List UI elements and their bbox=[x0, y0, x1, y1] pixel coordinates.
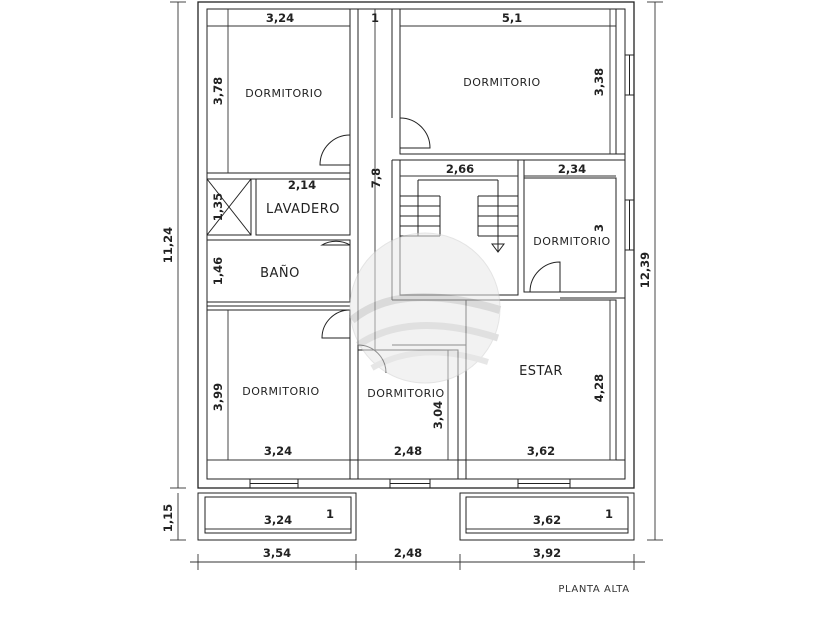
label-estar: ESTAR bbox=[519, 364, 563, 379]
dim-top-left-height: 3,78 bbox=[211, 77, 225, 105]
dim-lav-width: 2,14 bbox=[288, 178, 316, 192]
stairs bbox=[400, 179, 518, 253]
dim-balcony-left-depth: 1 bbox=[326, 507, 334, 521]
dim-estar-height: 4,28 bbox=[592, 374, 606, 402]
dimension-labels-vertical: 3,78 3,38 7,8 3 1,35 1,46 3,99 3,04 4,28… bbox=[161, 68, 652, 532]
dim-balcony-depth: 1,15 bbox=[161, 504, 175, 532]
balcony-right bbox=[459, 492, 635, 541]
label-lavadero: LAVADERO bbox=[266, 202, 340, 217]
dim-bottom-total-1: 3,54 bbox=[263, 546, 291, 560]
balconies bbox=[197, 492, 635, 541]
stair-arrow-icon bbox=[491, 243, 505, 253]
dim-hall-length: 7,8 bbox=[369, 168, 383, 188]
dim-balcony-right-depth: 1 bbox=[605, 507, 613, 521]
door-arc bbox=[399, 117, 431, 149]
dim-top-right-width: 5,1 bbox=[502, 11, 522, 25]
label-dorm-bottom-left: DORMITORIO bbox=[242, 385, 319, 398]
room-outline-lavadero bbox=[255, 178, 351, 236]
label-bano: BAÑO bbox=[260, 265, 300, 281]
dim-estar-width: 3,62 bbox=[527, 444, 555, 458]
dim-overall-left-height: 11,24 bbox=[161, 227, 175, 263]
shaft bbox=[206, 178, 252, 236]
label-dorm-right: DORMITORIO bbox=[533, 235, 610, 248]
dim-right-room-height: 3 bbox=[592, 224, 606, 232]
balcony-left bbox=[197, 492, 357, 541]
dim-bano-height: 1,46 bbox=[211, 257, 225, 285]
dim-balcony-right-width: 3,62 bbox=[533, 513, 561, 527]
label-dorm-bottom-mid: DORMITORIO bbox=[367, 387, 444, 400]
dim-hall-width: 1 bbox=[371, 11, 379, 25]
label-dorm-top-left: DORMITORIO bbox=[245, 87, 322, 100]
watermark-logo bbox=[349, 232, 502, 384]
dim-bottom-left-width: 3,24 bbox=[264, 444, 292, 458]
dim-right-room-width: 2,34 bbox=[558, 162, 586, 176]
dim-top-right-height: 3,38 bbox=[592, 68, 606, 96]
room-labels: DORMITORIO DORMITORIO DORMITORIO LAVADER… bbox=[242, 76, 610, 400]
plan-title: PLANTA ALTA bbox=[558, 584, 629, 595]
dim-bottom-mid-width: 2,48 bbox=[394, 444, 422, 458]
dim-lav-height: 1,35 bbox=[211, 193, 225, 221]
door-arc bbox=[321, 309, 351, 339]
windows bbox=[249, 54, 635, 489]
dim-bottom-left-height: 3,99 bbox=[211, 383, 225, 411]
dim-bottom-total-3: 3,92 bbox=[533, 546, 561, 560]
dimension-labels: 3,24 1 5,1 2,66 2,34 2,14 3,24 2,48 3,62… bbox=[263, 11, 613, 560]
dim-stair-width: 2,66 bbox=[446, 162, 474, 176]
dim-balcony-left-width: 3,24 bbox=[264, 513, 292, 527]
dim-top-left-width: 3,24 bbox=[266, 11, 294, 25]
dim-bottom-total-2: 2,48 bbox=[394, 546, 422, 560]
room-outline-bano bbox=[206, 239, 351, 303]
door-arc bbox=[319, 134, 351, 166]
dim-bottom-mid-height: 3,04 bbox=[431, 401, 445, 429]
walls bbox=[197, 1, 635, 489]
label-dorm-top-right: DORMITORIO bbox=[463, 76, 540, 89]
door-arc bbox=[320, 240, 351, 246]
dim-overall-right-height: 12,39 bbox=[638, 252, 652, 288]
door-arc bbox=[529, 261, 561, 293]
